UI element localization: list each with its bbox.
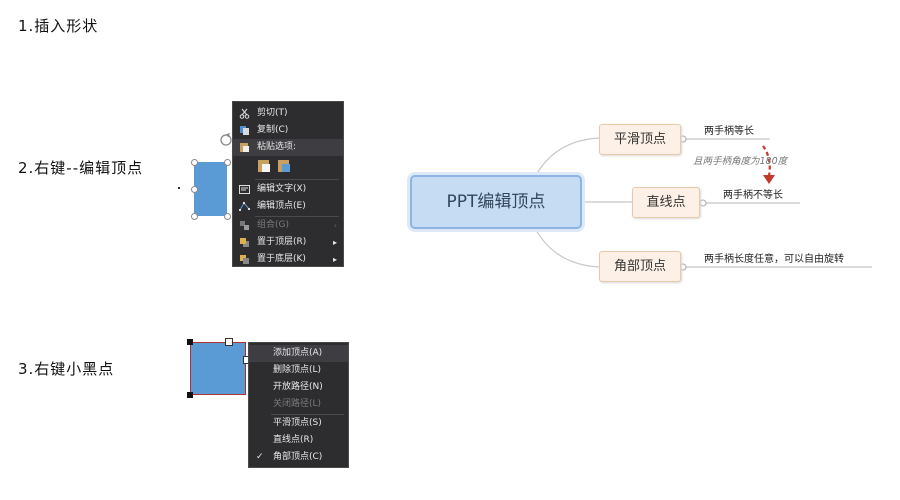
collapse-toggle <box>699 199 707 207</box>
submenu-arrow-icon: › <box>333 221 337 230</box>
menu-item-corner-point[interactable]: ✓ 角部顶点(C) <box>249 449 348 466</box>
submenu-arrow-icon: ▸ <box>332 238 337 247</box>
paste-option-buttons <box>257 158 317 176</box>
selected-shape-step2[interactable] <box>191 159 231 220</box>
menu-item-close-path[interactable]: 关闭路径(L) <box>273 399 322 409</box>
checkmark-icon: ✓ <box>256 452 264 462</box>
blue-rectangle-edit-points[interactable] <box>190 342 246 395</box>
menu-item-group[interactable]: 组合(G) › <box>233 217 343 234</box>
leaf-smooth-note: 且两手柄角度为180度 <box>693 156 788 167</box>
blue-rectangle[interactable] <box>194 162 227 216</box>
paste-picture-icon[interactable] <box>277 159 291 173</box>
menu-item-paste-options[interactable]: 粘贴选项: <box>233 139 343 156</box>
step1-label: 1.插入形状 <box>18 17 99 35</box>
step3-label: 3.右键小黑点 <box>18 360 115 378</box>
edit-points-icon <box>239 201 250 212</box>
menu-item-delete-point[interactable]: 删除顶点(L) <box>273 365 322 375</box>
resize-handle-tl[interactable] <box>191 159 198 166</box>
menu-item-edit-points[interactable]: 编辑顶点(E) <box>233 198 343 215</box>
rotate-handle-icon[interactable] <box>219 132 233 146</box>
leaf-corner: 两手柄长度任意，可以自由旋转 <box>704 254 844 265</box>
menu-item-bring-to-front[interactable]: 置于顶层(R) ▸ <box>233 234 343 251</box>
menu-item-straight-point[interactable]: 直线点(R) <box>273 435 314 445</box>
menu-item-cut[interactable]: 剪切(T) <box>233 105 343 122</box>
submenu-arrow-icon: ▸ <box>332 255 337 264</box>
menu-item-open-path[interactable]: 开放路径(N) <box>273 382 323 392</box>
menu-item-edit-text[interactable]: 编辑文字(X) <box>233 181 343 198</box>
vertex-point[interactable] <box>187 339 193 345</box>
paste-keep-format-icon[interactable] <box>257 159 271 173</box>
mindmap-node-straight[interactable]: 直线点 <box>632 187 700 218</box>
red-arrowhead <box>763 175 775 184</box>
menu-separator <box>271 414 344 415</box>
send-back-icon <box>239 254 250 265</box>
resize-handle-tr[interactable] <box>224 159 231 166</box>
leaf-smooth: 两手柄等长 <box>704 126 754 137</box>
connector-smooth <box>534 137 601 178</box>
mindmap-node-smooth[interactable]: 平滑顶点 <box>599 124 681 155</box>
menu-item-send-to-back[interactable]: 置于底层(K) ▸ <box>233 251 343 268</box>
shape-context-menu: 剪切(T) 复制(C) 粘贴选项: 编辑文字(X) 编辑顶点(E) 组合(G) … <box>232 101 344 267</box>
vertex-point[interactable] <box>187 392 193 398</box>
text-edit-icon <box>239 184 250 195</box>
menu-item-add-point[interactable]: 添加顶点(A) <box>249 345 348 362</box>
stray-dot <box>178 187 180 189</box>
scissors-icon <box>239 108 250 119</box>
resize-handle-bl[interactable] <box>191 213 198 220</box>
vertex-point-selected[interactable] <box>225 338 233 346</box>
paste-icon <box>239 142 250 153</box>
menu-item-smooth-point[interactable]: 平滑顶点(S) <box>273 418 322 428</box>
group-icon <box>239 220 250 231</box>
bring-front-icon <box>239 237 250 248</box>
menu-item-copy[interactable]: 复制(C) <box>233 122 343 139</box>
mindmap-center-node[interactable]: PPT编辑顶点 <box>410 175 582 229</box>
step2-label: 2.右键--编辑顶点 <box>18 159 144 177</box>
copy-icon <box>239 125 250 136</box>
vertex-context-menu: 添加顶点(A) 删除顶点(L) 开放路径(N) 关闭路径(L) 平滑顶点(S) … <box>248 342 349 468</box>
resize-handle-ml[interactable] <box>191 186 198 193</box>
leaf-straight: 两手柄不等长 <box>723 190 783 201</box>
menu-separator <box>255 179 339 180</box>
menu-separator <box>255 216 339 217</box>
resize-handle-br[interactable] <box>224 213 231 220</box>
connector-corner <box>534 227 601 268</box>
mindmap-node-corner[interactable]: 角部顶点 <box>599 251 681 282</box>
